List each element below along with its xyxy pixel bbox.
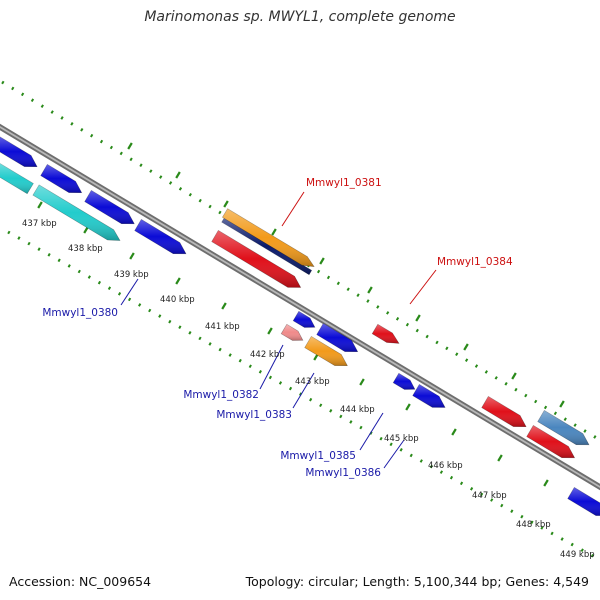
major-tick — [511, 372, 517, 380]
scale-tick-label: 442 kbp — [250, 350, 285, 360]
gene-label-mmwyl1_0386[interactable]: Mmwyl1_0386 — [305, 439, 405, 479]
major-tick — [497, 454, 503, 462]
svg-text:Mmwyl1_0384: Mmwyl1_0384 — [437, 256, 513, 268]
gene-label-mmwyl1_0381[interactable]: Mmwyl1_0381 — [281, 177, 382, 227]
major-tick — [463, 343, 469, 351]
major-tick — [83, 226, 89, 234]
major-tick — [359, 378, 365, 386]
gene-blue[interactable] — [134, 218, 187, 255]
gene-labels: Mmwyl1_0381Mmwyl1_0384Mmwyl1_0380Mmwyl1_… — [42, 177, 513, 479]
gene-label-mmwyl1_0380[interactable]: Mmwyl1_0380 — [42, 278, 139, 319]
gene-label-mmwyl1_0385[interactable]: Mmwyl1_0385 — [280, 412, 384, 462]
scale-tick-label: 437 kbp — [22, 219, 57, 229]
gene-cyan[interactable] — [0, 163, 34, 195]
gene-pink-0382[interactable] — [280, 323, 304, 341]
gene-label-mmwyl1_0384[interactable]: Mmwyl1_0384 — [409, 256, 513, 305]
svg-text:Mmwyl1_0386: Mmwyl1_0386 — [305, 467, 381, 479]
gene-blue-0386[interactable] — [412, 383, 446, 408]
scale-tick-label: 443 kbp — [295, 377, 330, 387]
gene-navy-0381[interactable] — [221, 217, 313, 276]
major-tick — [175, 171, 181, 179]
scale-labels: 437 kbp 438 kbp 439 kbp 440 kbp 441 kbp 442 k… — [22, 219, 595, 560]
scale-tick-label: 439 kbp — [114, 270, 149, 280]
svg-text:Mmwyl1_0385: Mmwyl1_0385 — [280, 450, 356, 462]
scale-tick-label: 446 kbp — [428, 461, 463, 471]
gene-orange-0381[interactable] — [221, 208, 315, 267]
gene-orange-0383[interactable] — [304, 335, 348, 367]
svg-text:Mmwyl1_0381: Mmwyl1_0381 — [306, 177, 382, 189]
major-tick — [175, 277, 181, 285]
topology-summary: Topology: circular; Length: 5,100,344 bp… — [245, 574, 589, 589]
major-tick — [223, 200, 229, 208]
scale-tick-label: 447 kbp — [472, 491, 507, 501]
gene-blue[interactable] — [316, 322, 359, 353]
gene-cyan[interactable] — [32, 184, 121, 241]
scale-tick-label: 444 kbp — [340, 405, 375, 415]
major-tick — [415, 314, 421, 322]
major-tick — [267, 327, 273, 335]
scale-tick-label: 440 kbp — [160, 295, 195, 305]
scale-tick-label: 448 kbp — [516, 520, 551, 530]
gene-label-mmwyl1_0382[interactable]: Mmwyl1_0382 — [183, 344, 284, 401]
scale-tick-label: 449 kbp — [560, 550, 595, 560]
gene-blue[interactable] — [40, 163, 83, 194]
gene-steel[interactable] — [537, 409, 590, 446]
major-tick — [127, 142, 133, 150]
major-tick — [405, 403, 411, 411]
svg-text:Mmwyl1_0383: Mmwyl1_0383 — [216, 409, 292, 421]
major-tick — [37, 201, 43, 209]
gene-red-0384[interactable] — [371, 323, 400, 344]
gene-red[interactable] — [481, 395, 527, 428]
major-tick — [221, 302, 227, 310]
major-tick — [367, 286, 373, 294]
major-tick — [129, 252, 135, 260]
scale-tick-label: 445 kbp — [384, 434, 419, 444]
accession-text: Accession: NC_009654 — [9, 574, 152, 589]
map-title: Marinomonas sp. MWYL1, complete genome — [144, 9, 456, 25]
gene-features[interactable] — [0, 136, 600, 516]
gene-label-mmwyl1_0383[interactable]: Mmwyl1_0383 — [216, 372, 315, 421]
major-tick — [543, 479, 549, 487]
inner-tick-row — [7, 230, 600, 562]
major-tick — [271, 228, 277, 236]
major-tick — [559, 400, 565, 408]
gene-blue[interactable] — [292, 310, 316, 328]
gene-blue[interactable] — [84, 189, 135, 225]
scale-tick-label: 438 kbp — [68, 244, 103, 254]
gene-blue[interactable] — [0, 136, 38, 168]
gene-red[interactable] — [211, 229, 302, 288]
scale-tick-label: 441 kbp — [205, 322, 240, 332]
major-tick — [451, 428, 457, 436]
backbone-highlight — [0, 125, 600, 489]
svg-text:Mmwyl1_0382: Mmwyl1_0382 — [183, 389, 259, 401]
genome-backbone — [0, 123, 600, 491]
svg-text:Mmwyl1_0380: Mmwyl1_0380 — [42, 307, 118, 319]
gene-blue-0385[interactable] — [392, 372, 416, 390]
gene-red[interactable] — [526, 424, 576, 459]
gene-blue[interactable] — [567, 486, 600, 516]
major-tick — [319, 257, 325, 265]
outer-tick-row — [1, 80, 600, 442]
